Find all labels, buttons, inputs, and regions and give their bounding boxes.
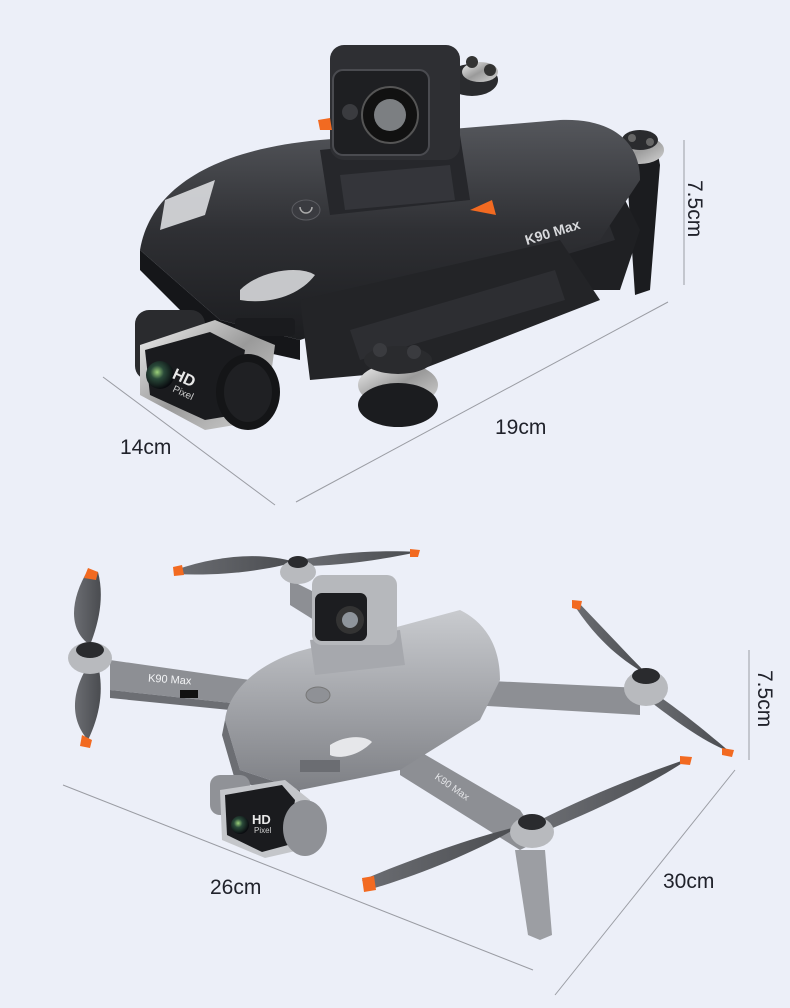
unfolded-body-shell bbox=[225, 610, 500, 790]
unfolded-width-label: 26cm bbox=[210, 876, 262, 899]
unfolded-camera-hd-text: HD bbox=[252, 812, 271, 827]
length-dimension-line bbox=[295, 301, 669, 503]
unfolded-length-dimension-line bbox=[554, 769, 736, 996]
unfolded-drone-panel: K90 Max K90 Max HD Pixel 7.5cm 26cm 30cm bbox=[0, 520, 790, 1008]
unfolded-width-dimension-line bbox=[62, 784, 534, 971]
folded-length-label: 19cm bbox=[495, 416, 547, 439]
unfolded-height-label: 7.5cm bbox=[753, 670, 776, 728]
width-dimension-line bbox=[102, 376, 276, 506]
unfolded-drone-illustration bbox=[62, 549, 750, 996]
unfolded-length-label: 30cm bbox=[663, 870, 715, 893]
folded-height-label: 7.5cm bbox=[683, 180, 706, 238]
folded-width-label: 14cm bbox=[120, 436, 172, 459]
unfolded-camera-pixel-text: Pixel bbox=[254, 826, 272, 835]
folded-drone-panel: K90 Max HD Pixel 7.5cm 19cm 14cm bbox=[102, 45, 706, 506]
folded-drone-illustration bbox=[102, 45, 685, 506]
